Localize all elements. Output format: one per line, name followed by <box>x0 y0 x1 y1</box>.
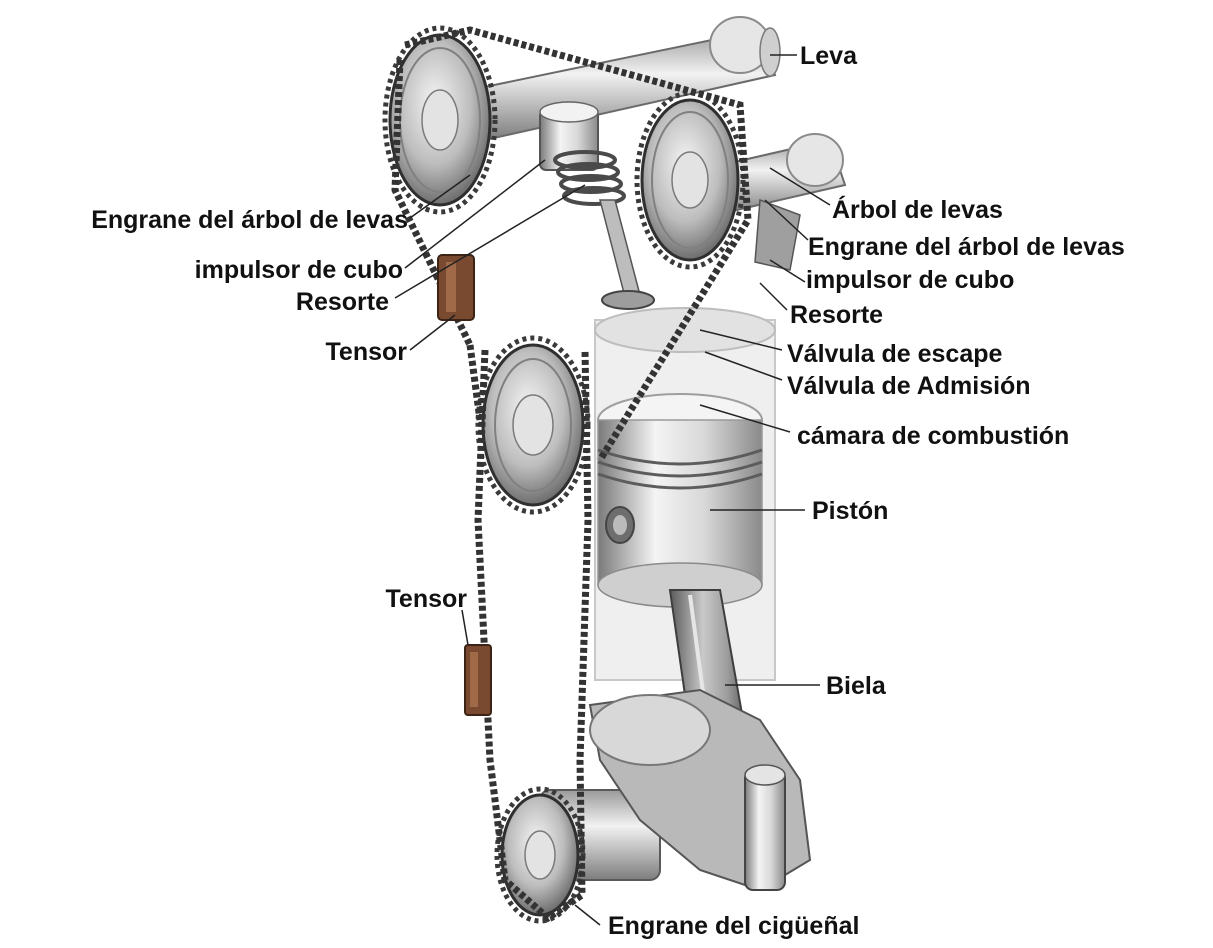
label-arbol-de-levas: Árbol de levas <box>832 196 1003 224</box>
valve-assembly <box>540 102 654 309</box>
label-engrane-arbol-left: Engrane del árbol de levas <box>91 206 408 234</box>
camshaft-rear <box>470 17 780 140</box>
label-leva: Leva <box>800 42 857 70</box>
label-tensor-upper: Tensor <box>326 338 408 366</box>
label-valvula-escape: Válvula de escape <box>787 340 1002 368</box>
label-impulsor-right: impulsor de cubo <box>806 266 1014 294</box>
cam-gear-right <box>637 93 743 267</box>
intermediate-gear <box>478 338 588 512</box>
label-resorte-right: Resorte <box>790 301 883 329</box>
label-engrane-arbol-right: Engrane del árbol de levas <box>808 233 1125 261</box>
label-camara-combustion: cámara de combustión <box>797 422 1069 450</box>
tensor-lower <box>465 645 491 715</box>
label-piston: Pistón <box>812 497 888 525</box>
label-biela: Biela <box>826 672 886 700</box>
label-resorte-left: Resorte <box>296 288 389 316</box>
label-valvula-admision: Válvula de Admisión <box>787 372 1031 400</box>
label-impulsor-left: impulsor de cubo <box>195 256 403 284</box>
piston <box>598 394 762 607</box>
tensor-upper <box>438 255 474 320</box>
label-engrane-ciguenal: Engrane del cigüeñal <box>608 912 859 940</box>
label-tensor-lower: Tensor <box>386 585 468 613</box>
cam-gear-left <box>385 28 495 212</box>
